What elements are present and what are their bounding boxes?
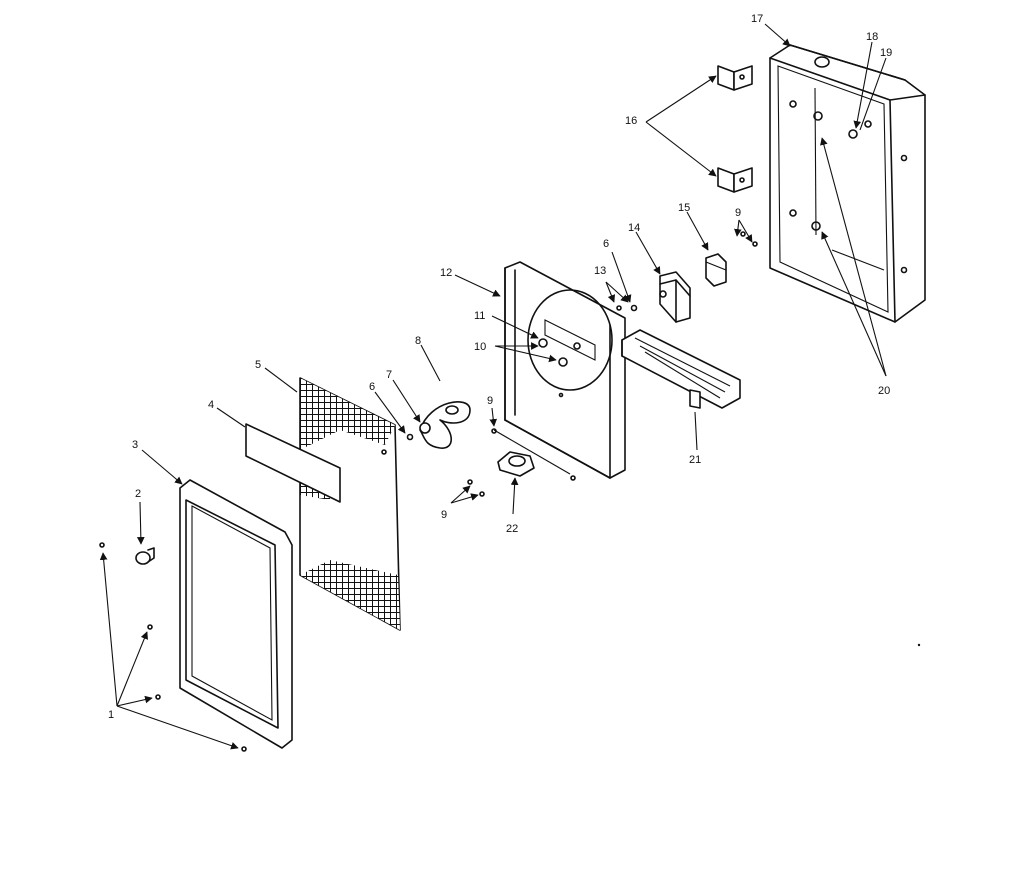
fan-hub	[419, 422, 431, 434]
filter-strip	[245, 423, 341, 503]
callout-6b: 6	[603, 238, 609, 250]
front-frame	[179, 479, 293, 749]
callout-9b: 9	[441, 509, 447, 521]
callout-13: 13	[594, 265, 606, 277]
mounting-bracket-bottom	[717, 167, 753, 193]
callout-22: 22	[506, 523, 518, 535]
switch	[705, 253, 727, 287]
callout-4: 4	[208, 399, 214, 411]
fan-blade	[419, 401, 471, 449]
callout-16: 16	[625, 115, 637, 127]
callout-20: 20	[878, 385, 890, 397]
callout-14: 14	[628, 222, 640, 234]
callout-2: 2	[135, 488, 141, 500]
callout-15: 15	[678, 202, 690, 214]
callout-19: 19	[880, 47, 892, 59]
callout-9a: 9	[487, 395, 493, 407]
stray-dot	[917, 643, 921, 647]
callout-7: 7	[386, 369, 392, 381]
control-knob	[135, 547, 155, 565]
callout-1: 1	[108, 709, 114, 721]
heating-element	[621, 329, 741, 409]
callout-21: 21	[689, 454, 701, 466]
housing-box	[769, 44, 926, 323]
callout-3: 3	[132, 439, 138, 451]
thermostat	[659, 271, 691, 323]
callout-5: 5	[255, 359, 261, 371]
callout-11: 11	[474, 310, 485, 322]
small-clip	[406, 304, 638, 441]
callout-9c: 9	[735, 207, 741, 219]
callout-8: 8	[415, 335, 421, 347]
callout-17: 17	[751, 13, 763, 25]
leader-lines	[99, 23, 887, 750]
limit-switch	[497, 451, 535, 477]
mesh-grille	[299, 377, 401, 631]
callout-6a: 6	[369, 381, 375, 393]
callout-12: 12	[440, 267, 452, 279]
callout-18: 18	[866, 31, 878, 43]
mounting-bracket-top	[717, 65, 753, 91]
fan-shroud-plate	[504, 261, 626, 479]
callout-10: 10	[474, 341, 486, 353]
box-screw	[811, 111, 858, 231]
